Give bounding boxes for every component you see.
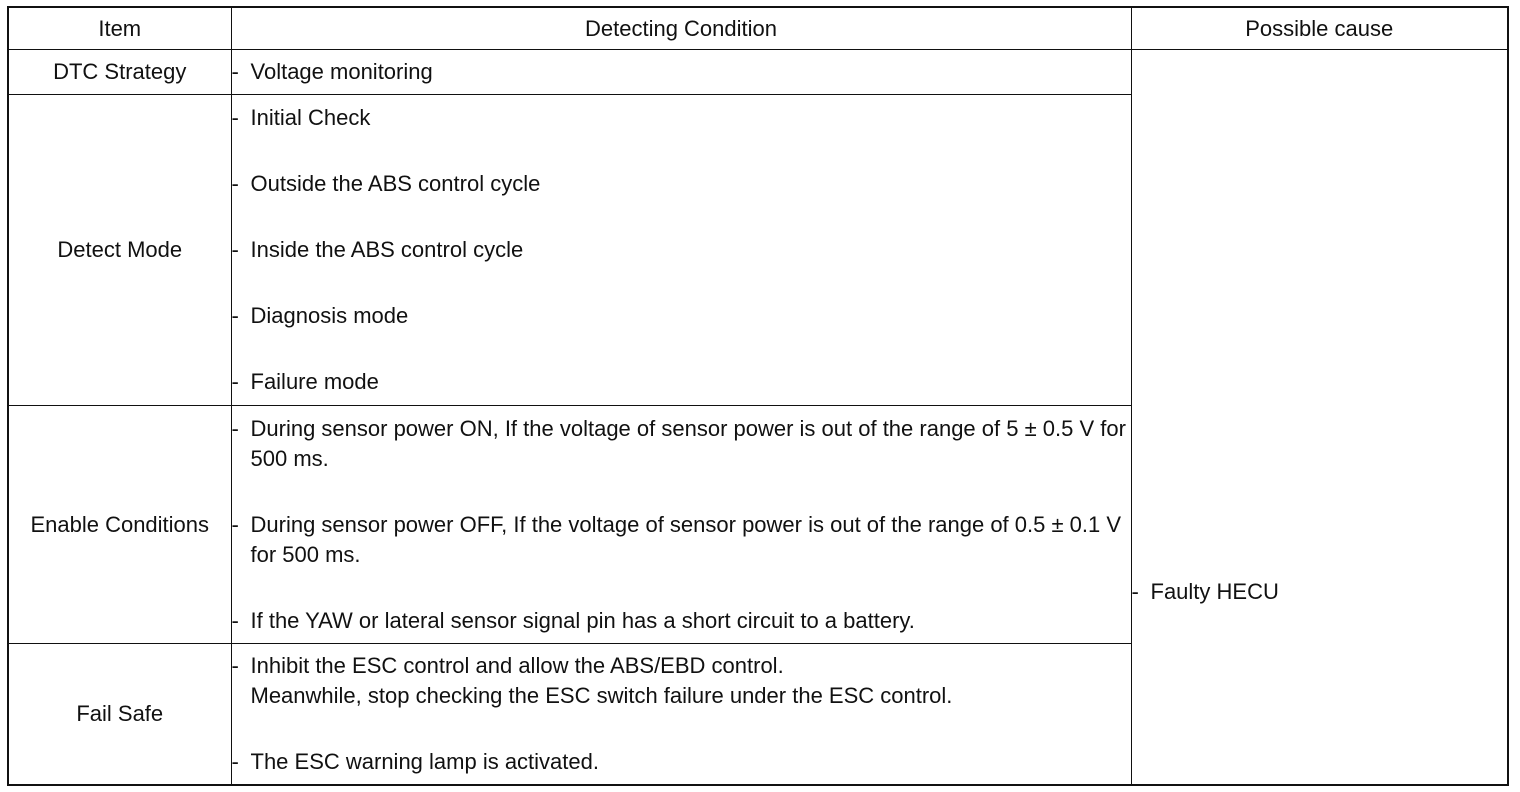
row-fail-safe: Fail Safe - Inhibit the ESC control and … <box>7 643 1508 785</box>
dtc-spec-table: Item Detecting Condition Possible cause … <box>7 6 1509 786</box>
item-detect-mode: Detect Mode <box>7 94 232 406</box>
bullet-dash: - <box>231 237 239 262</box>
condition-bullet: - During sensor power OFF, If the voltag… <box>232 510 1131 570</box>
item-dtc-strategy: DTC Strategy <box>7 49 232 95</box>
bullet-dash: - <box>231 652 239 678</box>
condition-text: Inhibit the ESC control and allow the AB… <box>250 652 953 708</box>
bullet-dash: - <box>231 303 239 328</box>
conditions-dtc-strategy: - Voltage monitoring <box>230 49 1132 95</box>
item-enable-conditions: Enable Conditions <box>7 405 232 644</box>
header-item: Item <box>7 6 232 50</box>
condition-text: Inside the ABS control cycle <box>250 237 524 262</box>
condition-text: During sensor power OFF, If the voltage … <box>250 511 1122 567</box>
condition-bullet: - The ESC warning lamp is activated. <box>232 747 1131 777</box>
conditions-detect-mode: - Initial Check - Outside the ABS contro… <box>230 94 1132 406</box>
conditions-enable-conditions: - During sensor power ON, If the voltage… <box>230 405 1132 644</box>
condition-text: Voltage monitoring <box>250 59 433 84</box>
conditions-fail-safe: - Inhibit the ESC control and allow the … <box>230 643 1132 785</box>
condition-bullet: - Inside the ABS control cycle <box>232 235 1131 265</box>
row-enable-conditions: Enable Conditions - During sensor power … <box>7 405 1508 644</box>
cause-bullet: - Faulty HECU <box>1132 577 1508 607</box>
bullet-dash: - <box>231 511 239 537</box>
condition-bullet: - Inhibit the ESC control and allow the … <box>232 651 1131 711</box>
bullet-dash: - <box>231 415 239 441</box>
condition-bullet: - Voltage monitoring <box>232 57 1131 87</box>
header-possible-cause: Possible cause <box>1130 6 1509 50</box>
header-row: Item Detecting Condition Possible cause <box>7 6 1509 50</box>
condition-text: Outside the ABS control cycle <box>250 171 541 196</box>
condition-text: The ESC warning lamp is activated. <box>250 748 600 774</box>
bullet-dash: - <box>231 748 239 774</box>
condition-bullet: - Failure mode <box>232 367 1131 397</box>
condition-text: Initial Check <box>250 105 371 130</box>
row-dtc-strategy: DTC Strategy - Voltage monitoring - Faul… <box>7 49 1509 785</box>
condition-bullet: - Diagnosis mode <box>232 301 1131 331</box>
condition-bullet: - Outside the ABS control cycle <box>232 169 1131 199</box>
bullet-dash: - <box>1131 579 1139 605</box>
bullet-dash: - <box>231 105 239 130</box>
condition-bullet: - If the YAW or lateral sensor signal pi… <box>232 606 1131 636</box>
condition-text: If the YAW or lateral sensor signal pin … <box>250 607 915 633</box>
row-detect-mode: Detect Mode - Initial Check - Outside th… <box>7 94 1508 406</box>
bullet-dash: - <box>231 607 239 633</box>
possible-cause-cell: - Faulty HECU <box>1130 49 1509 785</box>
bullet-dash: - <box>231 59 239 84</box>
bullet-dash: - <box>231 171 239 196</box>
condition-bullet: - Initial Check <box>232 103 1131 133</box>
item-fail-safe: Fail Safe <box>7 643 232 785</box>
bullet-dash: - <box>231 369 239 394</box>
condition-bullet: - During sensor power ON, If the voltage… <box>232 414 1131 474</box>
condition-text: During sensor power ON, If the voltage o… <box>250 415 1126 471</box>
condition-text: Diagnosis mode <box>250 303 409 328</box>
possible-cause-text: Faulty HECU <box>1150 579 1279 605</box>
dtc-spec-table-wrapper: Item Detecting Condition Possible cause … <box>7 6 1509 786</box>
condition-text: Failure mode <box>250 369 379 394</box>
header-detecting-condition: Detecting Condition <box>230 6 1132 50</box>
